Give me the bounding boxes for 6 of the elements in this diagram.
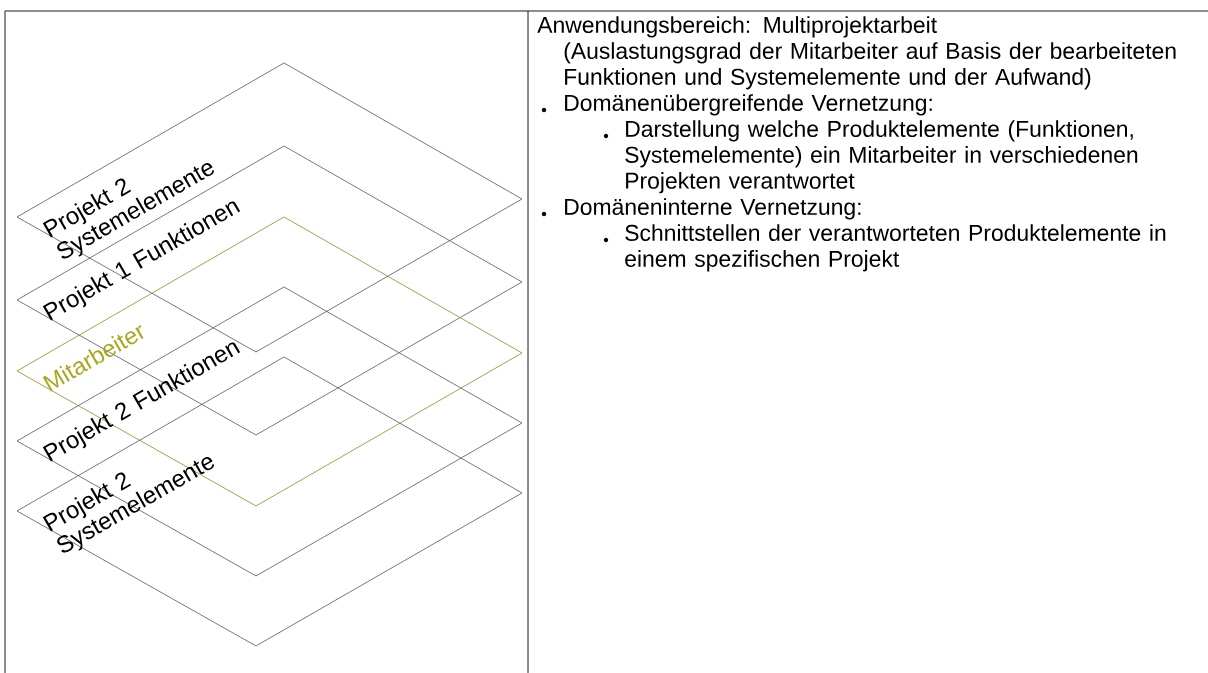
- bullet-text: Domänenübergreifende Vernetzung:: [565, 94, 932, 116]
- bullet-text: Darstellung welche Produktelemente (Funktionen, Systemelemente) ein Mitarbeiter in verschiedenen Projekten verantwortet: [625, 120, 1138, 194]
- bullet-text: Domäneninterne Vernetzung:: [565, 198, 861, 220]
- text-line: (Auslastungsgrad der Mitarbeiter auf Basis der bearbeiteten Funktionen und Systemelemente und der Aufwand): [564, 42, 1176, 90]
- text-line: Anwendungsbereich: Multiprojektarbeit: [537, 16, 937, 38]
- bullet-text: Schnittstellen der verantworteten Produktelemente in einem spezifischen Projekt: [625, 224, 1166, 272]
